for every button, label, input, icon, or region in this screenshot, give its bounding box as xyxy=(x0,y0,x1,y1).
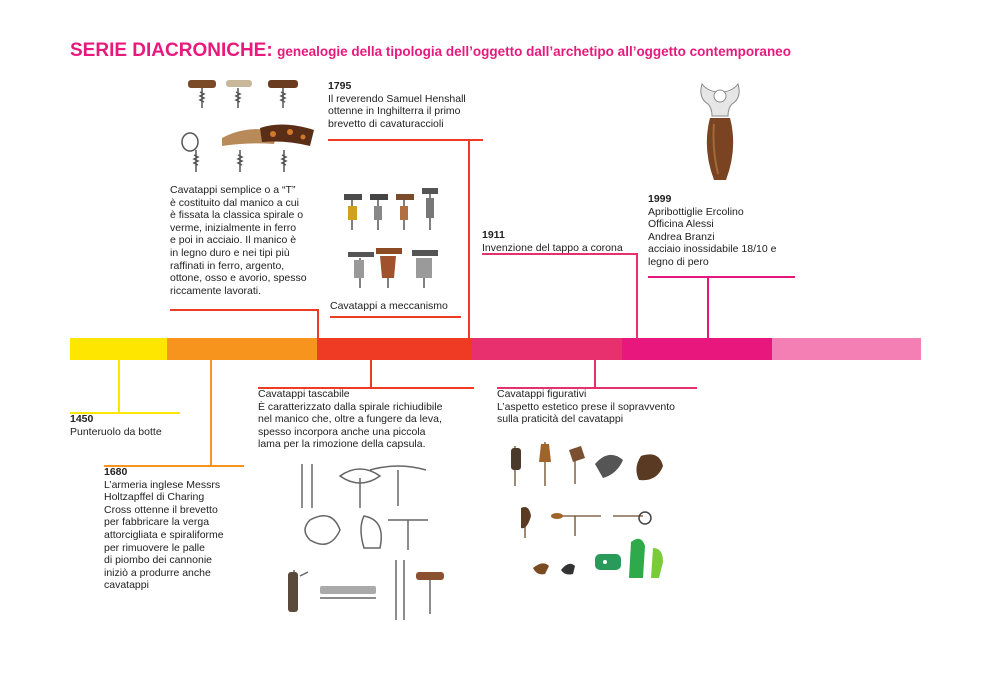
event-meccanismo-text: Cavatappi a meccanismo xyxy=(330,300,448,312)
figurative-corkscrews-image xyxy=(511,442,663,578)
event-1911-text: Invenzione del tappo a corona xyxy=(482,241,623,254)
ercolino-opener-image xyxy=(700,82,740,180)
event-1680-year: 1680 xyxy=(104,466,128,478)
connector-1795-h xyxy=(328,139,483,141)
connector-meccanismo-h xyxy=(330,316,461,318)
connector-1999-h xyxy=(648,276,795,278)
event-1450-text: Punteruolo da botte xyxy=(70,425,162,438)
connector-1680-v xyxy=(210,360,212,466)
connector-figurativi-h xyxy=(497,387,697,389)
connector-1450-v xyxy=(118,360,120,413)
connector-1911-h xyxy=(482,253,637,255)
event-1911: 1911 Invenzione del tappo a corona xyxy=(482,229,623,254)
connector-1450-h xyxy=(70,412,180,414)
mechanism-corkscrews-image xyxy=(344,188,438,288)
timeline-segment-2 xyxy=(167,338,317,360)
event-1999-year: 1999 xyxy=(648,193,672,205)
connector-tascabile-h xyxy=(258,387,474,389)
timeline-segment-5 xyxy=(622,338,772,360)
event-figurativi-text: Cavatappi figurativi L’aspetto estetico … xyxy=(497,388,676,426)
timeline-segment-1 xyxy=(70,338,167,360)
connector-figurativi-v xyxy=(594,360,596,388)
event-tascabile-text: Cavatappi tascabile È caratterizzato dal… xyxy=(258,388,443,451)
connector-tascabile-v xyxy=(370,360,372,388)
connector-semplice-h xyxy=(170,309,318,311)
simple-corkscrews-image xyxy=(181,80,314,172)
page-title: SERIE DIACRONICHE: genealogie della tipo… xyxy=(70,40,791,62)
timeline-segment-4 xyxy=(472,338,622,360)
event-1795: 1795 Il reverendo Samuel Henshall ottenn… xyxy=(328,80,466,130)
event-1795-text: Il reverendo Samuel Henshall ottenne in … xyxy=(328,92,466,130)
event-1999-text: Apribottiglie Ercolino Officina Alessi A… xyxy=(648,205,777,268)
event-semplice-text: Cavatappi semplice o a “T” è costituito … xyxy=(170,184,307,297)
connector-1911-v xyxy=(636,253,638,339)
event-1999: 1999 Apribottiglie Ercolino Officina Ale… xyxy=(648,193,776,269)
pocket-corkscrews-image xyxy=(288,464,444,620)
connector-1680-h xyxy=(104,465,244,467)
event-1680: 1680 L’armeria inglese Messrs Holtzapffe… xyxy=(104,466,224,592)
event-1450: 1450 Punteruolo da botte xyxy=(70,413,162,438)
event-1450-year: 1450 xyxy=(70,413,94,425)
event-1911-year: 1911 xyxy=(482,229,505,241)
event-1680-text: L’armeria inglese Messrs Holtzapffel di … xyxy=(104,478,224,592)
timeline-segment-6 xyxy=(772,338,921,360)
connector-semplice-v xyxy=(317,309,319,339)
title-main: SERIE DIACRONICHE: xyxy=(70,40,273,61)
connector-1795-v xyxy=(468,139,470,339)
event-1795-year: 1795 xyxy=(328,80,352,92)
timeline-segment-3 xyxy=(317,338,472,360)
title-subtitle: genealogie della tipologia dell’oggetto … xyxy=(277,44,791,59)
connector-1999-v xyxy=(707,276,709,339)
